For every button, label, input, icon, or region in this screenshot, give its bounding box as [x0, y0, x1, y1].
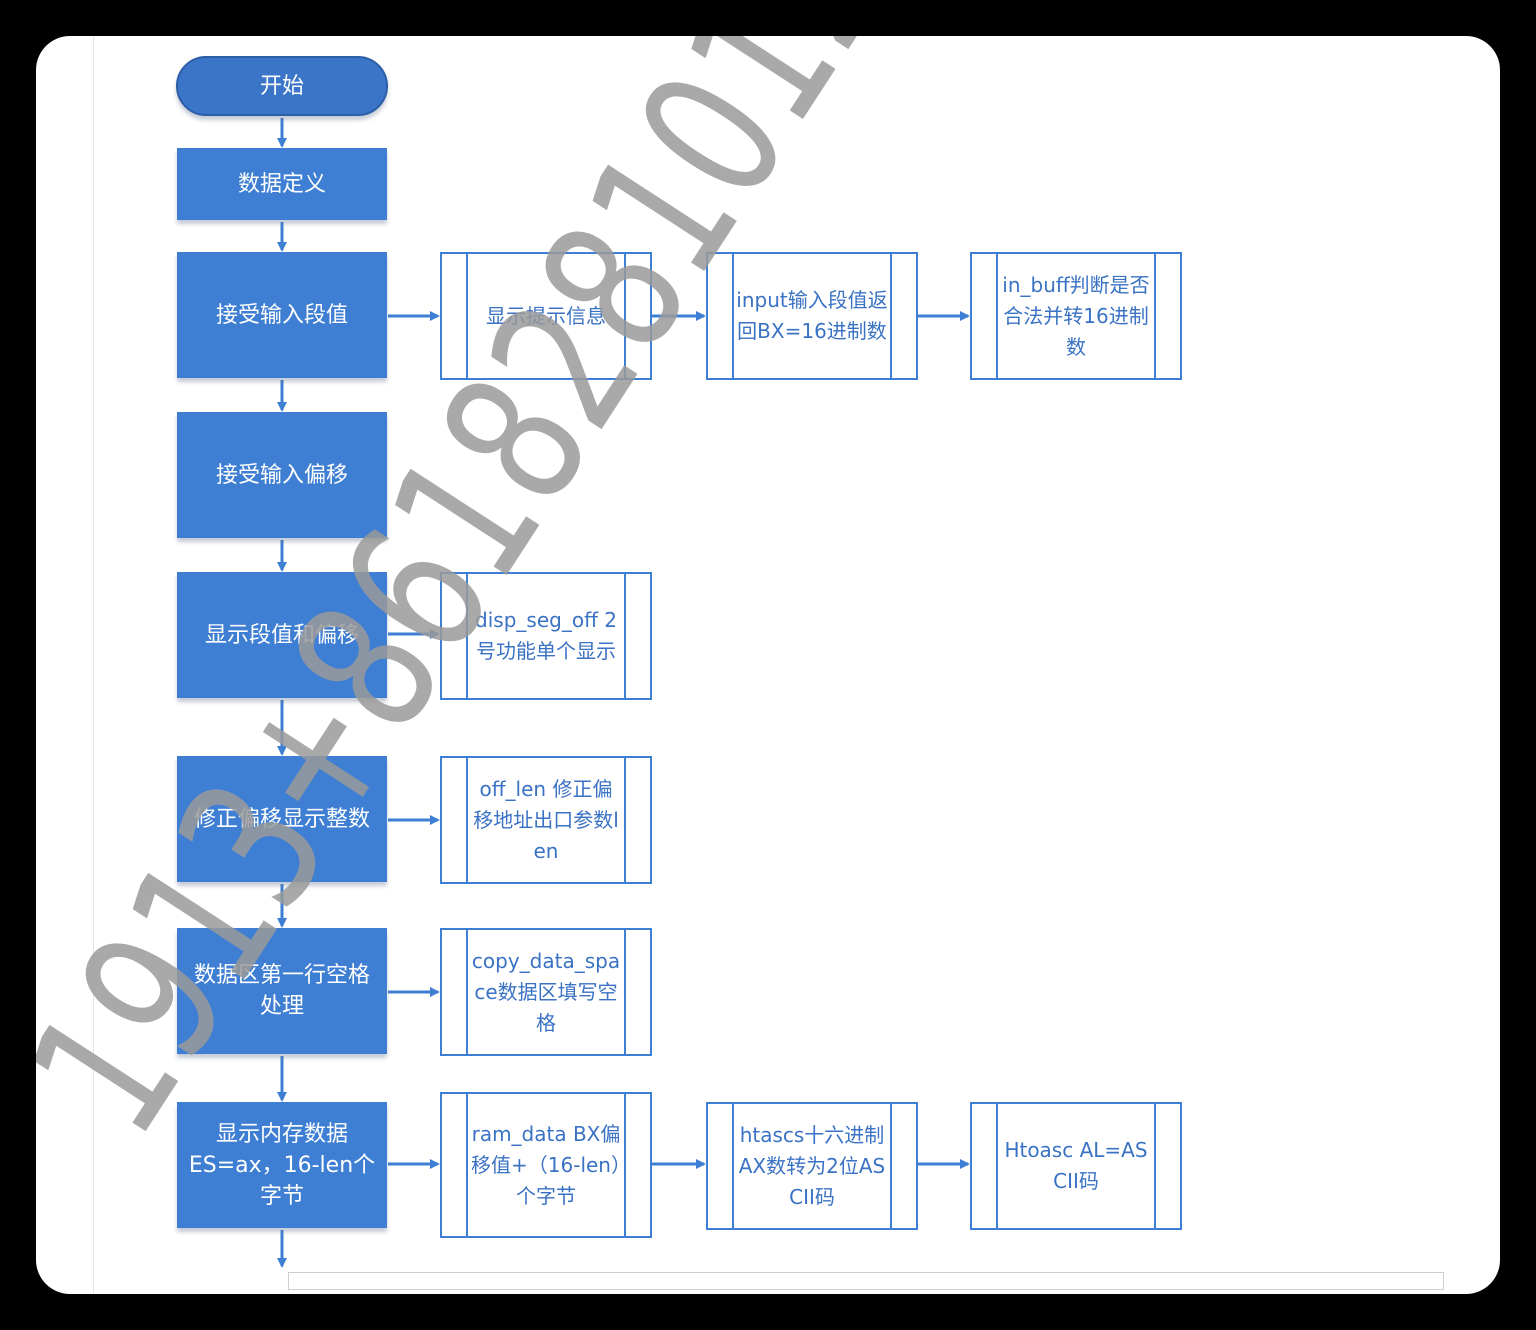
step-fix-offset: 修正偏移显示整数	[177, 756, 387, 882]
sub-htascs: htascs十六进制AX数转为2位ASCII码	[706, 1102, 918, 1230]
horizontal-scrollbar[interactable]	[288, 1272, 1444, 1290]
start-node: 开始	[176, 56, 388, 116]
sub-ram-data: ram_data BX偏移值+（16-len）个字节	[440, 1092, 652, 1238]
step-data-define: 数据定义	[177, 148, 387, 220]
step-label: 显示内存数据ES=ax，16-len个字节	[188, 1121, 376, 1209]
sub-label: disp_seg_off 2号功能单个显示	[475, 608, 617, 663]
step-label: 显示段值和偏移	[204, 622, 359, 648]
sub-label: in_buff判断是否合法并转16进制数	[1002, 272, 1150, 359]
sub-label: htascs十六进制AX数转为2位ASCII码	[738, 1122, 886, 1209]
step-input-segment: 接受输入段值	[177, 252, 387, 378]
page-margin-line	[93, 36, 94, 1294]
sub-in-buff: in_buff判断是否合法并转16进制数	[970, 252, 1182, 380]
sub-label: copy_data_space数据区填写空格	[471, 948, 621, 1035]
sub-off-len: off_len 修正偏移地址出口参数len	[440, 756, 652, 884]
step-label: 数据区第一行空格处理	[193, 963, 370, 1019]
step-label: 修正偏移显示整数	[193, 806, 370, 832]
start-label: 开始	[259, 73, 304, 99]
step-label: 接受输入偏移	[215, 462, 348, 488]
step-display-seg-offset: 显示段值和偏移	[177, 572, 387, 698]
sub-label: Htoasc AL=ASCII码	[1004, 1138, 1148, 1193]
sub-input-segment: input输入段值返回BX=16进制数	[706, 252, 918, 380]
step-input-offset: 接受输入偏移	[177, 412, 387, 538]
sub-htoasc: Htoasc AL=ASCII码	[970, 1102, 1182, 1230]
step-show-memory: 显示内存数据ES=ax，16-len个字节	[177, 1102, 387, 1228]
sub-show-prompt: 显示提示信息	[440, 252, 652, 380]
step-label: 数据定义	[237, 171, 326, 197]
sub-copy-data-space: copy_data_space数据区填写空格	[440, 928, 652, 1056]
sub-label: input输入段值返回BX=16进制数	[736, 288, 888, 343]
sub-label: ram_data BX偏移值+（16-len）个字节	[471, 1121, 621, 1208]
step-blank-first-row: 数据区第一行空格处理	[177, 928, 387, 1054]
sub-label: 显示提示信息	[486, 303, 606, 328]
flow-arrows	[277, 118, 970, 1268]
sub-disp-seg-off: disp_seg_off 2号功能单个显示	[440, 572, 652, 700]
document-page: 开始 数据定义 接受输入段值 接受输入偏移 显示段值和偏移 修正偏移显示整数 数…	[36, 36, 1500, 1294]
sub-label: off_len 修正偏移地址出口参数len	[473, 776, 619, 863]
step-label: 接受输入段值	[215, 302, 348, 328]
